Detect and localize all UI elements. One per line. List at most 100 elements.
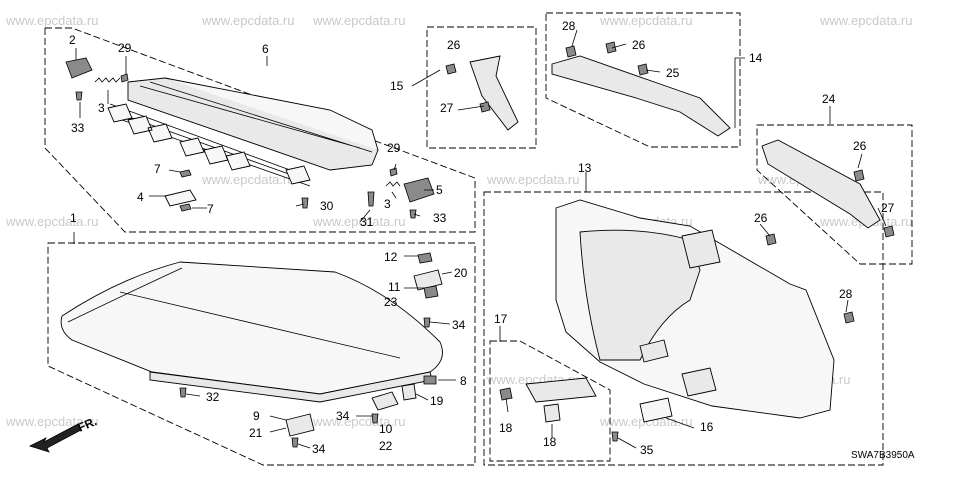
pull-handle-17 <box>499 377 619 442</box>
callout-26: 26 <box>447 38 461 52</box>
screw-34a <box>423 317 431 328</box>
screw-33b <box>409 209 417 219</box>
callout-23: 23 <box>384 295 398 309</box>
callout-21: 21 <box>249 426 263 440</box>
end-cap-5 <box>403 177 435 203</box>
screw-34b <box>371 413 379 424</box>
frame-group-15 <box>426 26 537 149</box>
callout-26: 26 <box>754 211 768 225</box>
callout-3: 3 <box>98 101 105 115</box>
callout-27: 27 <box>440 101 454 115</box>
callout-35: 35 <box>640 443 654 457</box>
cover-hooks <box>107 103 311 185</box>
bracket-9 <box>285 413 315 437</box>
clip-12 <box>417 252 433 264</box>
tonneau-cover-assembly <box>65 57 435 219</box>
clip-26c <box>853 169 865 182</box>
side-trim-panel <box>469 55 519 131</box>
lining-recess <box>579 229 701 361</box>
screw-29 <box>120 73 129 83</box>
callout-26: 26 <box>853 139 867 153</box>
side-garnish-24 <box>761 139 895 238</box>
spring-3b <box>385 181 401 187</box>
clip-27b <box>883 225 895 238</box>
front-arrow-icon <box>28 423 82 453</box>
callout-5: 5 <box>436 183 443 197</box>
callout-7: 7 <box>207 202 214 216</box>
bolt-30 <box>301 197 309 209</box>
watermark: www.epcdata.ru <box>5 13 99 28</box>
tailgate-lining-13 <box>555 199 855 423</box>
bracket-4 <box>164 189 197 207</box>
callout-30: 30 <box>320 199 334 213</box>
callout-31: 31 <box>360 215 374 229</box>
upper-garnish-panel <box>551 55 731 137</box>
frame-group-24 <box>756 124 913 265</box>
cap-16 <box>639 397 673 423</box>
callout-22: 22 <box>379 439 393 453</box>
callout-34: 34 <box>452 318 466 332</box>
side-garnish-panel <box>761 139 881 229</box>
screw-34c <box>291 437 299 448</box>
clip-26a <box>445 63 457 75</box>
callout-18: 18 <box>543 435 557 449</box>
callout-33: 33 <box>71 121 85 135</box>
callout-6: 6 <box>262 42 269 56</box>
watermark: www.epcdata.ru <box>312 214 406 229</box>
screw-33 <box>75 91 83 101</box>
screw-35 <box>611 431 619 442</box>
upper-garnish-14 <box>551 41 731 137</box>
roller-housing-lines <box>139 81 373 153</box>
pull-handle <box>525 377 597 403</box>
callout-28: 28 <box>562 19 576 33</box>
frame-group-1 <box>47 242 476 466</box>
callout-8: 8 <box>460 374 467 388</box>
callout-10: 10 <box>379 422 393 436</box>
callout-14: 14 <box>749 51 763 65</box>
spring-3 <box>94 77 121 83</box>
callout-33: 33 <box>433 211 447 225</box>
callout-18: 18 <box>499 421 513 435</box>
screw-29b <box>389 167 398 177</box>
board-panel-1 <box>60 261 443 395</box>
callout-4: 4 <box>137 190 144 204</box>
lining-tab <box>639 339 669 363</box>
clip-28a <box>565 45 577 58</box>
bolt-31 <box>367 191 375 207</box>
callout-9: 9 <box>253 409 260 423</box>
callout-27: 27 <box>881 201 895 215</box>
callout-12: 12 <box>384 250 398 264</box>
callout-7: 7 <box>154 162 161 176</box>
callout-34: 34 <box>336 409 350 423</box>
callout-labels: 2 29 3 33 6 7 4 7 5 30 31 29 3 33 1 12 2… <box>69 19 895 457</box>
callout-3: 3 <box>384 197 391 211</box>
board-panel-edge <box>67 267 401 359</box>
lining-pocket-upper <box>681 229 721 269</box>
callout-25: 25 <box>666 66 680 80</box>
callout-2: 2 <box>69 33 76 47</box>
callout-15: 15 <box>390 79 404 93</box>
leader-lines <box>73 29 887 449</box>
watermark: www.epcdata.ru <box>486 172 580 187</box>
watermark: www.epcdata.ru <box>5 214 99 229</box>
group-frames <box>44 12 913 466</box>
hook-19 <box>401 383 417 401</box>
frame-group-14 <box>545 12 741 148</box>
cap-8 <box>423 375 437 385</box>
clip-26d <box>765 233 777 246</box>
diagram-code: SWA7B3950A <box>851 450 915 461</box>
clip-18a <box>499 387 513 401</box>
watermark: www.epcdata.ru <box>201 172 295 187</box>
clip-28b <box>843 311 855 324</box>
screw-32 <box>179 387 187 398</box>
frame-group-6 <box>44 27 476 233</box>
clip-27a <box>479 101 491 113</box>
callout-29: 29 <box>118 41 132 55</box>
callout-20: 20 <box>454 266 468 280</box>
bracket-11 <box>413 269 443 291</box>
callout-13: 13 <box>578 161 592 175</box>
pin-7b <box>179 203 192 212</box>
cover-18b <box>543 403 561 423</box>
handle-10 <box>371 391 399 411</box>
